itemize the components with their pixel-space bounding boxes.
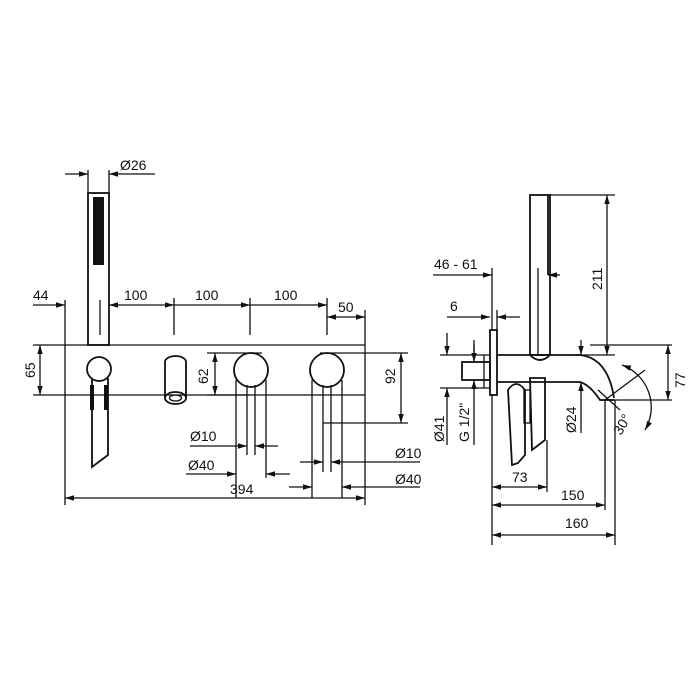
dim-rosette-diameter-right: Ø40 [395,471,422,487]
dim-spout-height: 77 [672,372,688,388]
dim-flange-diameter: Ø41 [431,415,447,442]
dim-wall-depth: 46 - 61 [434,256,478,272]
mixer-handle-2 [309,352,408,498]
dim-spacing-1: 100 [124,287,148,303]
dim-deck-height: 65 [22,362,38,378]
levers-side [507,377,546,467]
dim-spacing-3: 100 [274,287,298,303]
dim-angle: 30° [610,411,634,437]
spout-front [164,355,187,405]
wall-plate [489,329,498,396]
dim-spacing-2: 100 [195,287,219,303]
dim-spout-reach: 150 [561,487,585,503]
dim-total-depth: 160 [565,515,589,531]
dim-handshower-height: 211 [589,267,605,290]
dim-total-width: 394 [230,481,254,497]
dim-offset-left: 44 [33,287,49,303]
side-view: 211 46 - 61 6 Ø41 G 1/2" Ø24 77 30° [431,194,688,545]
dim-rosette-diameter-left: Ø40 [188,457,215,473]
front-view: Ø26 44 100 100 100 50 65 62 92 Ø10 Ø40 Ø… [22,157,422,505]
mixer-handle-1 [233,352,269,498]
spout-side [497,354,621,411]
dim-handshower-diameter: Ø26 [120,157,147,173]
dim-handle-height: 62 [195,368,211,384]
dim-offset-right: 50 [338,299,354,315]
dim-lever-depth: 73 [512,469,528,485]
dim-thread: G 1/2" [456,403,472,442]
dim-stem-diameter-right: Ø10 [395,445,422,461]
handshower-side [529,194,551,356]
handshower-front [86,192,112,469]
dim-handle-total-height: 92 [382,368,398,384]
dim-stem-diameter-left: Ø10 [190,428,217,444]
connector [461,361,491,381]
dim-plate-thickness: 6 [450,298,458,314]
dim-spout-diameter: Ø24 [563,406,579,433]
